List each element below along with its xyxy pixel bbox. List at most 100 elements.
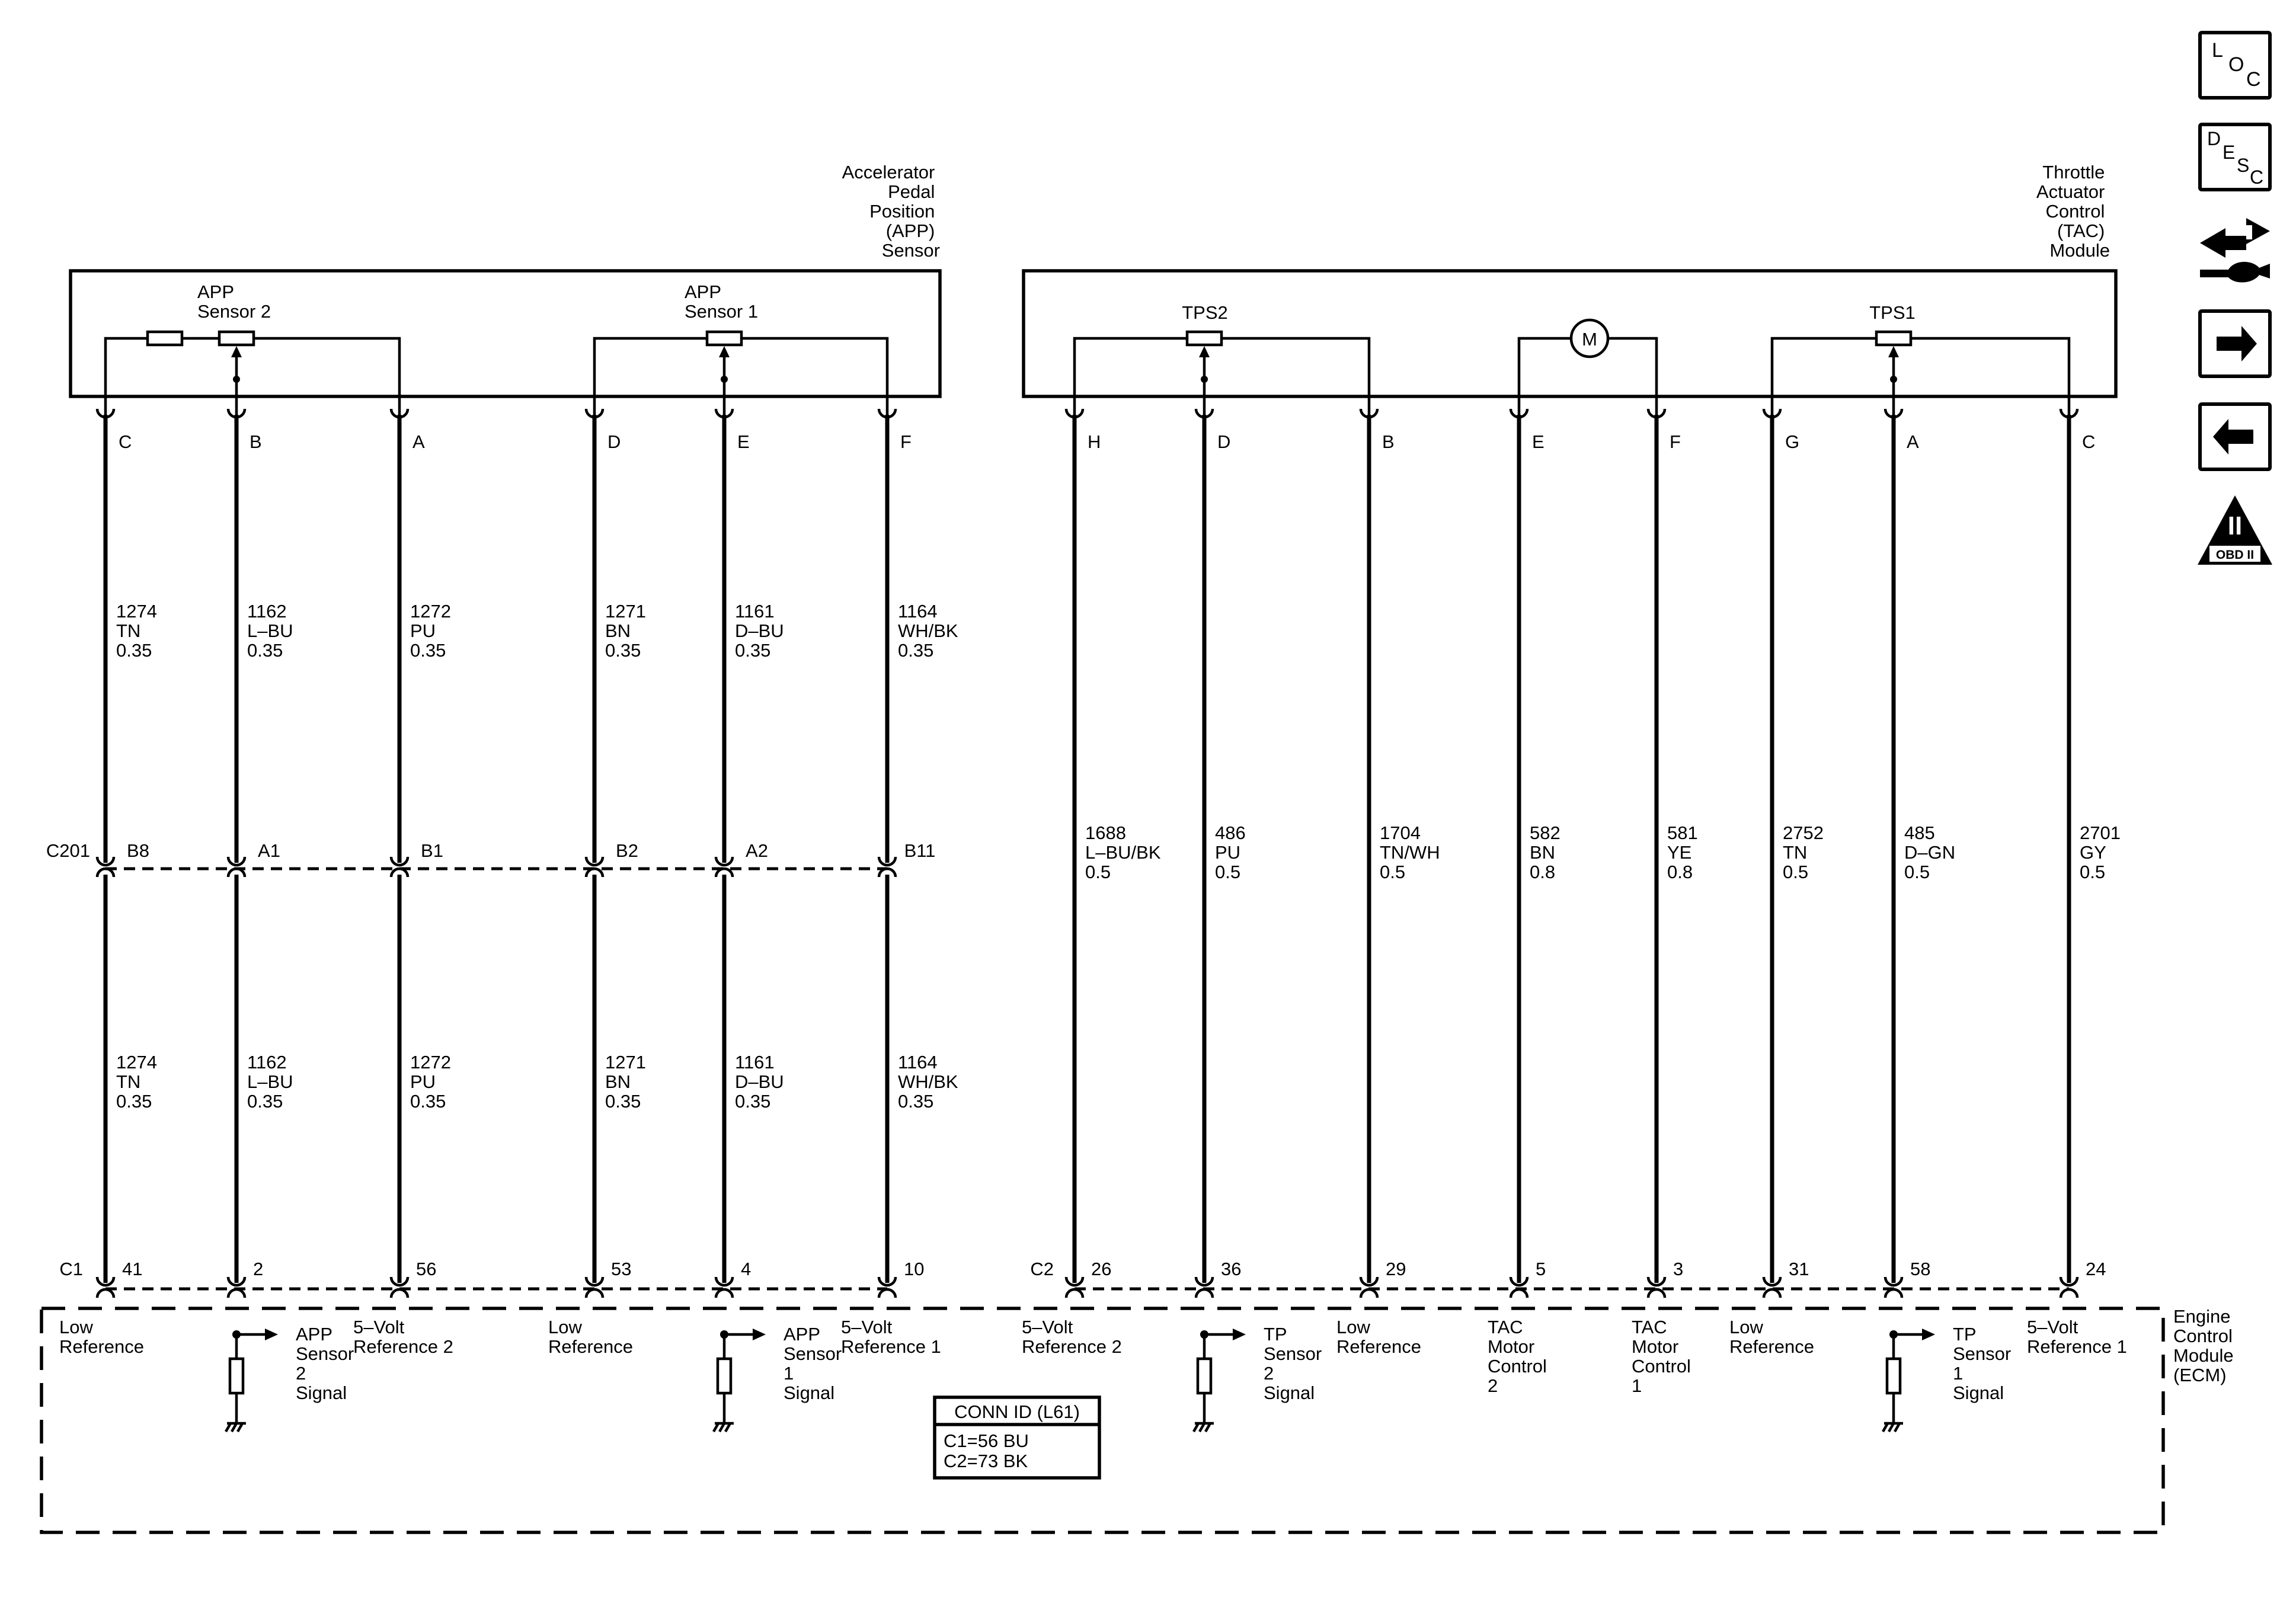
connector-terminal: [389, 856, 410, 867]
previous-page-button[interactable]: [2198, 402, 2272, 471]
module-pin-label: D: [1217, 431, 1230, 452]
tac-module-box: [1022, 269, 2118, 398]
svg-text:S: S: [2237, 155, 2249, 176]
ecm-pin-label: 29: [1386, 1259, 1406, 1279]
signal-arrow-icon: [265, 1329, 278, 1340]
potentiometer-symbol: [1875, 330, 1913, 347]
loc-icon: L O C: [2212, 39, 2261, 91]
arrow-left-icon: [2213, 419, 2253, 454]
nav-icon-bar: L O C D E S C: [2198, 31, 2272, 565]
conn-id-box: CONN ID (L61) C1=56 BU C2=73 BK: [933, 1395, 1101, 1480]
connector-terminal: [584, 867, 605, 878]
connector-terminal: [1884, 1288, 1904, 1298]
connector-terminal: [389, 1276, 410, 1287]
ecm-box: [40, 1307, 2165, 1534]
module-pin-label: G: [1785, 431, 1799, 452]
connector-terminal: [1359, 408, 1379, 419]
c201-pin-label: B8: [127, 840, 149, 861]
connector-terminal: [1509, 1288, 1529, 1298]
motor-label: M: [1582, 329, 1597, 350]
connector-terminal: [714, 408, 734, 419]
c201-pin-label: A2: [746, 840, 768, 861]
c1-label: C1: [59, 1259, 83, 1279]
description-button[interactable]: D E S C: [2198, 123, 2272, 191]
svg-text:D: D: [2207, 128, 2221, 149]
app-sensor-component: Accelerator Pedal Position (APP) Sensor …: [69, 162, 942, 415]
module-pin-label: F: [1670, 431, 1681, 452]
location-button[interactable]: L O C: [2198, 31, 2272, 100]
ecm-pin-label: 41: [122, 1259, 142, 1279]
ecm-pin-label: 4: [741, 1259, 751, 1279]
wiper-arrow-icon: [1888, 346, 1899, 357]
connector-terminal: [1194, 408, 1214, 419]
connector-terminal: [1194, 1276, 1214, 1287]
connector-terminal: [714, 1276, 734, 1287]
module-pin-label: B: [1382, 431, 1395, 452]
sensor-pin-label: F: [900, 431, 912, 452]
connector-terminal: [389, 867, 410, 878]
connector-wrench-icon: [2200, 218, 2270, 283]
obd-ii-triangle-icon: II OBD II: [2198, 495, 2272, 565]
conn-id-title: CONN ID (L61): [954, 1401, 1080, 1422]
c201-pin-label: B1: [421, 840, 443, 861]
connector-terminal: [584, 1276, 605, 1287]
wiper-arrow-icon: [719, 346, 730, 357]
obd-ii-button[interactable]: II OBD II: [2198, 495, 2272, 565]
connector-terminal: [95, 856, 116, 867]
tac-module-title: Throttle Actuator Control (TAC) Module: [2036, 162, 2110, 261]
ecm-pin-label: 24: [2086, 1259, 2106, 1279]
potentiometer-symbol: [705, 330, 743, 347]
connector-view-button[interactable]: [2200, 218, 2270, 283]
connector-terminal: [1359, 1288, 1379, 1298]
signal-arrow-icon: [753, 1329, 766, 1340]
connector-terminal: [95, 1288, 116, 1298]
pull-down-resistor-symbol: [228, 1357, 245, 1395]
c201-pin-label: A1: [258, 840, 280, 861]
potentiometer-symbol: [218, 330, 255, 347]
c2-label: C2: [1030, 1259, 1054, 1279]
connector-terminal: [877, 408, 897, 419]
app-sensor-box: [69, 269, 942, 398]
connector-terminal: [389, 1288, 410, 1298]
ground-icon: [225, 1415, 246, 1433]
conn-id-line-2: C2=73 BK: [944, 1451, 1028, 1471]
connector-terminal: [226, 1276, 247, 1287]
svg-text:C: C: [2246, 68, 2261, 91]
connector-terminal: [1884, 1276, 1904, 1287]
connector-terminal: [1509, 408, 1529, 419]
connector-terminal: [877, 856, 897, 867]
sensor-pin-label: D: [607, 431, 621, 452]
next-page-button[interactable]: [2198, 309, 2272, 378]
desc-icon: D E S C: [2207, 128, 2263, 188]
connector-terminal: [1359, 1276, 1379, 1287]
ecm-pin-label: 5: [1536, 1259, 1546, 1279]
connector-terminal: [95, 867, 116, 878]
tps1-label: TPS1: [1869, 302, 1916, 323]
connector-terminal: [226, 856, 247, 867]
connector-terminal: [584, 408, 605, 419]
tps1-element: TPS1: [1770, 302, 2071, 415]
